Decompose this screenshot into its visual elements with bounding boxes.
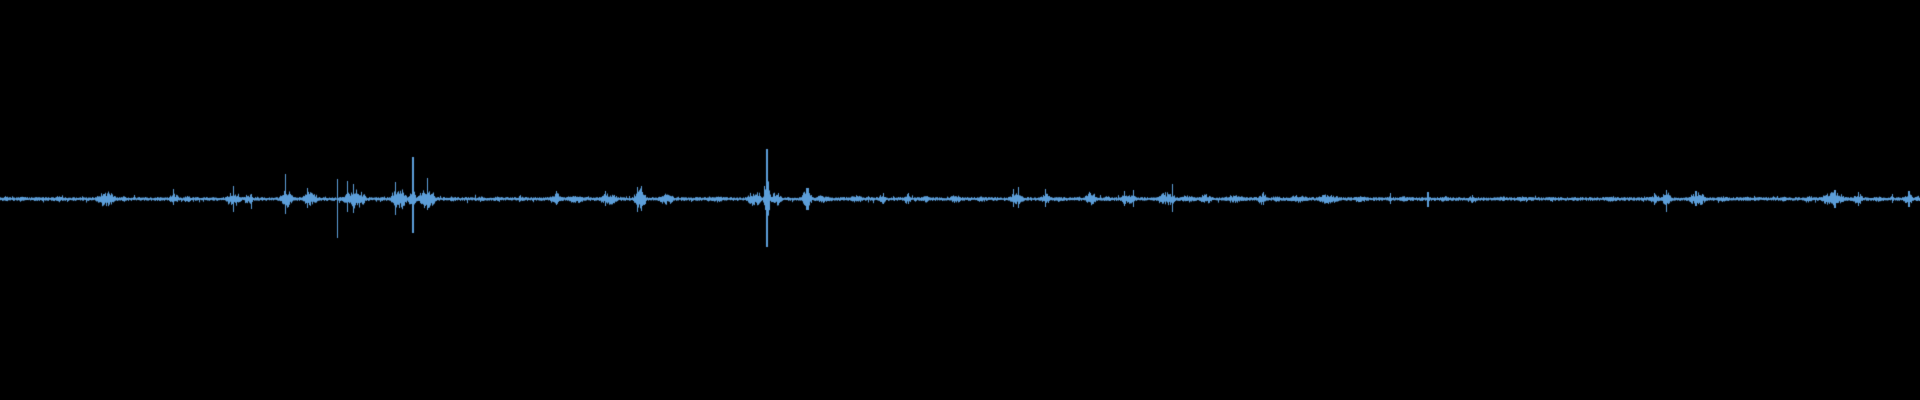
audio-waveform-chart bbox=[0, 0, 1920, 400]
waveform-panel bbox=[0, 0, 1920, 400]
